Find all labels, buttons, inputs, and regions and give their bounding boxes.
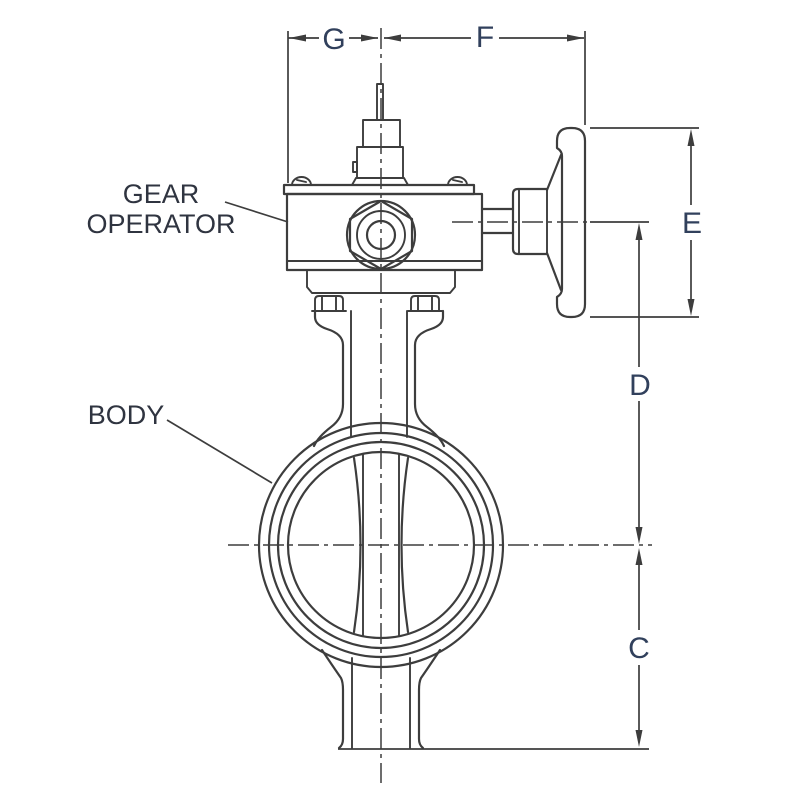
- callout-gear-operator: GEAR OPERATOR: [86, 179, 289, 239]
- flange-bolt-left: [311, 295, 347, 312]
- arrowhead-E-top: [687, 129, 695, 146]
- mounting-bracket: [306, 269, 456, 294]
- hex-nut-circle-middle: [356, 210, 406, 260]
- handwheel-hub: [511, 187, 549, 256]
- arrowhead-C-top: [635, 548, 643, 565]
- dimension-E-group: E: [590, 127, 702, 318]
- handwheel-rim: [555, 126, 587, 319]
- neck-outer-right: [413, 309, 446, 448]
- stem-rod: [376, 83, 384, 121]
- arrowhead-G-left: [289, 34, 306, 42]
- stem-hex-nut: [345, 199, 417, 271]
- handwheel-spoke-lower: [545, 251, 563, 292]
- body-circle-outer: [257, 421, 505, 669]
- arrowhead-D-top: [635, 223, 643, 240]
- disc-edge-right: [400, 456, 410, 634]
- handwheel-group: [480, 126, 587, 319]
- arrowhead-F-right: [567, 34, 584, 42]
- body-leader-line: [166, 419, 273, 484]
- body-circle-3: [276, 440, 486, 650]
- callout-body: BODY: [88, 400, 273, 484]
- disc-edge-left: [352, 456, 362, 634]
- dimension-G-F-group: G F: [287, 21, 586, 183]
- bottom-stub-group: [320, 648, 649, 750]
- hex-nut-circle-outer: [345, 199, 417, 271]
- neck-outer-left: [312, 309, 345, 448]
- body-circle-inner: [286, 450, 476, 640]
- dim-label-C: C: [628, 632, 650, 665]
- stub-outer-left: [320, 648, 345, 750]
- gear-operator-label-line2: OPERATOR: [86, 209, 235, 239]
- arrowhead-C-bottom: [635, 730, 643, 747]
- screw-dome-right: [447, 176, 468, 186]
- dim-label-F: F: [476, 21, 494, 54]
- handwheel-spoke-upper: [545, 153, 563, 192]
- bolt-left-facets: [321, 296, 337, 312]
- screw-dome-left: [291, 176, 312, 186]
- input-shaft: [480, 207, 515, 235]
- screw-dome-right-slot: [452, 179, 463, 183]
- bolt-left-head: [314, 295, 344, 312]
- stub-outer-right: [417, 648, 442, 750]
- dimension-D-group: D: [629, 223, 651, 544]
- stem-block-lower: [356, 146, 404, 179]
- body-label: BODY: [88, 400, 165, 430]
- dimension-C-group: C: [628, 548, 650, 747]
- valve-neck-group: [312, 309, 446, 448]
- centerlines: [228, 28, 652, 783]
- gear-operator-label-line1: GEAR: [123, 179, 200, 209]
- dim-label-E: E: [682, 207, 702, 240]
- arrowhead-D-bottom: [635, 527, 643, 544]
- arrowhead-G-right: [361, 34, 378, 42]
- butterfly-disc-edge: [352, 453, 410, 637]
- screw-dome-left-slot: [296, 179, 307, 183]
- flange-bolt-right: [407, 295, 443, 312]
- gear-operator-leader-line: [224, 201, 289, 223]
- bolt-right-head: [410, 295, 440, 312]
- stem-side-tab: [352, 161, 358, 173]
- stem-assembly: [351, 83, 409, 186]
- hex-nut-circle-inner: [365, 219, 397, 251]
- arrowhead-F-left: [384, 34, 401, 42]
- bolt-right-facets: [417, 296, 433, 312]
- valve-body-group: [257, 421, 649, 750]
- arrowhead-E-bottom: [687, 299, 695, 316]
- gearbox-top-plate: [282, 183, 476, 196]
- dim-label-G: G: [322, 23, 345, 56]
- dim-label-D: D: [629, 369, 651, 402]
- gear-operator-group: [282, 83, 484, 312]
- body-circle-2: [267, 431, 495, 659]
